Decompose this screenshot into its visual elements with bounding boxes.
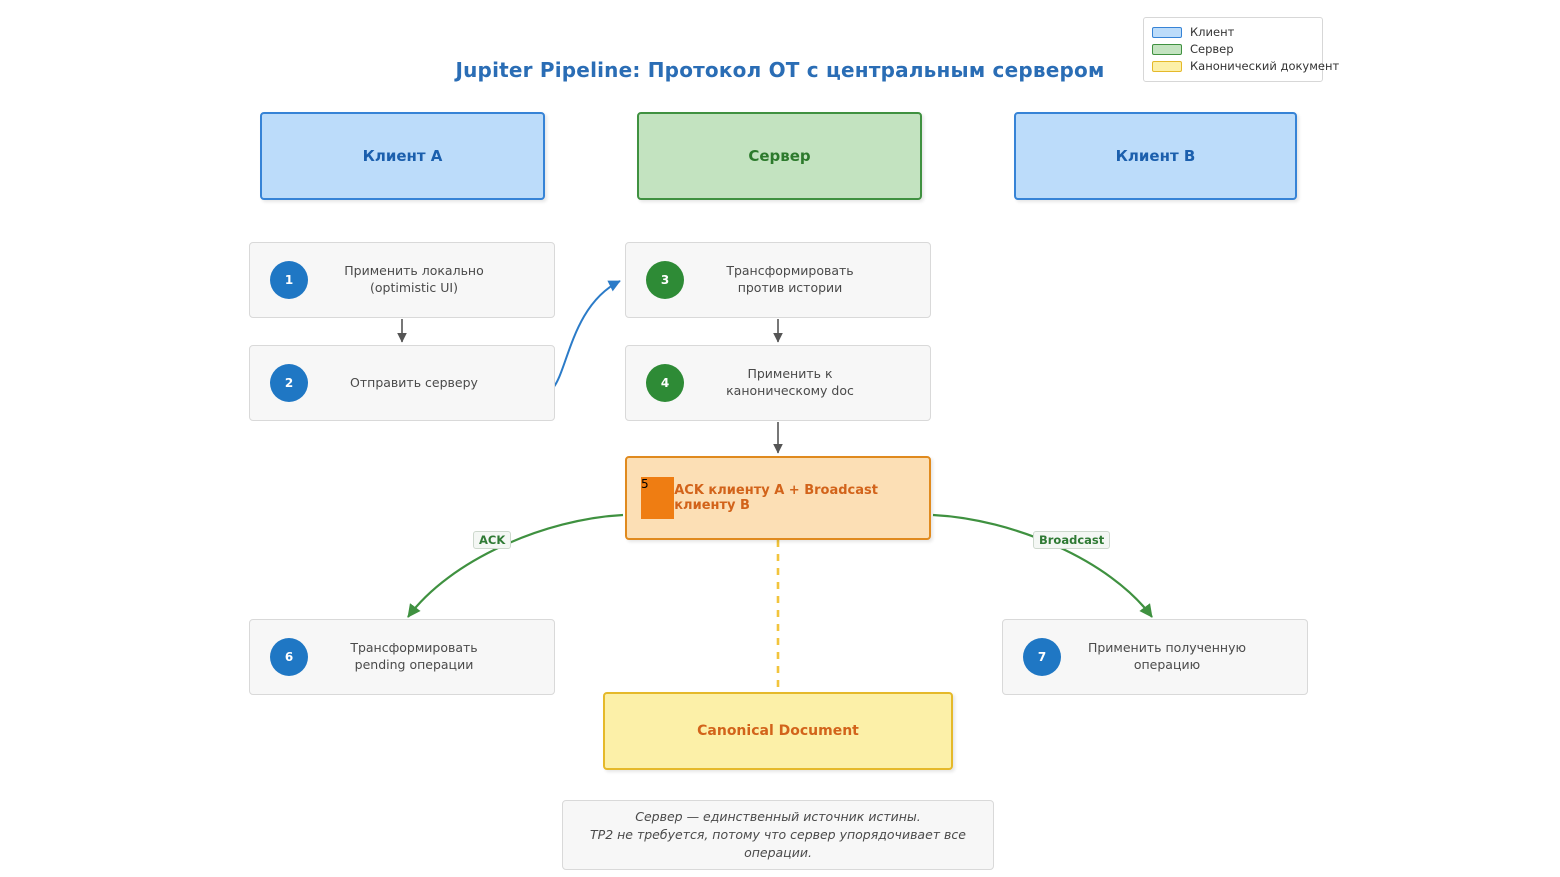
step-node-3[interactable]: 3 Трансформировать против истории (625, 242, 931, 318)
step-label-7: Применить полученную операцию (1087, 640, 1247, 672)
step-label-6: Трансформировать pending операции (350, 640, 478, 672)
step-node-5[interactable]: 5 ACK клиенту A + Broadcast клиенту B (625, 456, 931, 540)
step-badge-4: 4 (646, 364, 684, 402)
legend: Клиент Сервер Канонический документ (1143, 17, 1339, 82)
legend-label-client: Клиент (1190, 25, 1235, 39)
legend-swatch-client (1152, 26, 1182, 38)
step-node-4[interactable]: 4 Применить к каноническому doc (625, 345, 931, 421)
legend-label-server: Сервер (1190, 42, 1234, 56)
step-badge-1: 1 (270, 261, 308, 299)
step-label-1: Применить локально (optimistic UI) (344, 263, 484, 295)
step-node-7[interactable]: 7 Применить полученную операцию (1002, 619, 1308, 695)
page-title: Jupiter Pipeline: Протокол OT с централь… (455, 58, 1105, 82)
legend-swatch-server (1152, 43, 1182, 55)
step-node-6[interactable]: 6 Трансформировать pending операции (249, 619, 555, 695)
legend-item-server: Сервер (1152, 41, 1314, 57)
step-badge-2: 2 (270, 364, 308, 402)
step-node-2[interactable]: 2 Отправить серверу (249, 345, 555, 421)
legend-item-client: Клиент (1152, 24, 1314, 40)
legend-label-canonical-document: Канонический документ (1190, 59, 1340, 73)
step-node-1[interactable]: 1 Применить локально (optimistic UI) (249, 242, 555, 318)
step-label-2: Отправить серверу (350, 374, 478, 390)
step-label-5: ACK клиенту A + Broadcast клиенту B (674, 483, 878, 513)
step-label-4: Применить к каноническому doc (726, 366, 854, 398)
step-badge-3: 3 (646, 261, 684, 299)
step-badge-6: 6 (270, 638, 308, 676)
edge-ack-step5-step6 (407, 513, 624, 618)
edge-step2-step3 (552, 280, 621, 389)
canonical-document-node[interactable]: Canonical Document (603, 692, 953, 770)
lane-header-client-b: Клиент B (1014, 112, 1297, 200)
footnote-box: Сервер — единственный источник истины. T… (562, 800, 994, 871)
edge-label-broadcast: Broadcast (1033, 531, 1111, 549)
step-label-3: Трансформировать против истории (726, 263, 854, 295)
lane-header-client-a: Клиент A (260, 112, 545, 200)
legend-item-canonical-document: Канонический документ (1152, 58, 1339, 74)
lane-header-server: Сервер (637, 112, 922, 200)
edge-label-ack: ACK (473, 531, 512, 549)
legend-swatch-canonical-document (1152, 60, 1182, 72)
step-badge-7: 7 (1023, 638, 1061, 676)
step-badge-5: 5 (641, 477, 675, 519)
